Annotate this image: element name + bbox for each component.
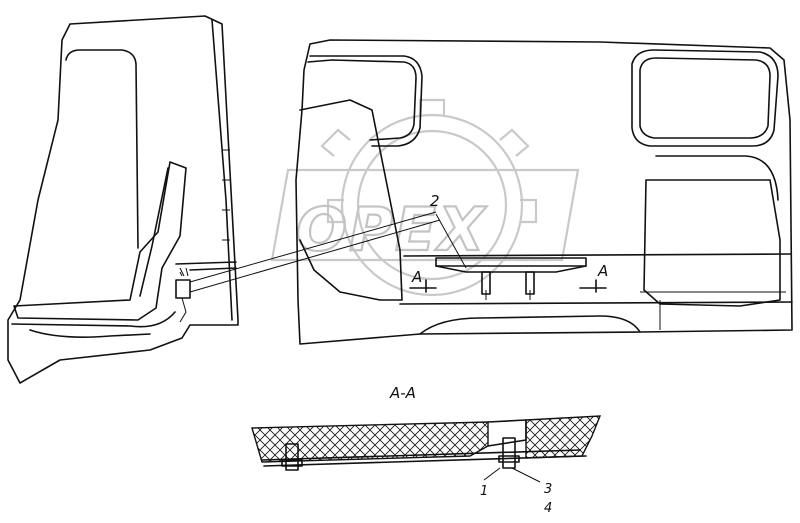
section-marker-left-line xyxy=(409,279,437,293)
callout-4: 4 xyxy=(544,501,552,516)
left-window xyxy=(65,49,139,249)
watermark-frame xyxy=(270,168,580,262)
mounting-rail xyxy=(435,257,587,267)
leader-lines xyxy=(189,211,467,293)
seat xyxy=(13,161,187,321)
seat-back-edge xyxy=(139,167,169,297)
section-markers: A A 2 xyxy=(409,192,608,293)
wheel-arch xyxy=(419,315,641,335)
section-marker-right: A xyxy=(597,262,608,280)
right-panel-outline xyxy=(295,39,793,345)
rail-section xyxy=(487,419,527,447)
floor-panel xyxy=(263,455,587,467)
callout-1: 1 xyxy=(480,484,488,499)
section-a-a: A-A 1 3 4 xyxy=(251,384,602,516)
section-marker-left: A xyxy=(411,268,422,286)
callout-2: 2 xyxy=(430,192,440,210)
seat-cushion xyxy=(11,311,176,328)
floor-line xyxy=(175,261,237,271)
seat-back-panel xyxy=(299,99,403,301)
rear-window-right xyxy=(639,57,771,139)
side-recess xyxy=(643,179,781,307)
left-cab-side-view xyxy=(7,15,239,384)
insulation-left xyxy=(251,421,489,463)
section-title: A-A xyxy=(389,384,416,402)
section-marker-right-line xyxy=(579,279,607,293)
watermark-gear-icon xyxy=(340,113,524,297)
bolt-left xyxy=(285,443,299,471)
bolt-right xyxy=(502,437,516,469)
bracket-detail xyxy=(175,279,191,299)
floor-line-right xyxy=(399,301,793,305)
right-interior-view xyxy=(295,39,793,345)
leader-3 xyxy=(511,467,541,483)
leader-1 xyxy=(483,467,501,481)
callout-3: 3 xyxy=(544,482,552,497)
left-cab-outline xyxy=(7,15,239,384)
rear-window-left xyxy=(307,59,417,141)
